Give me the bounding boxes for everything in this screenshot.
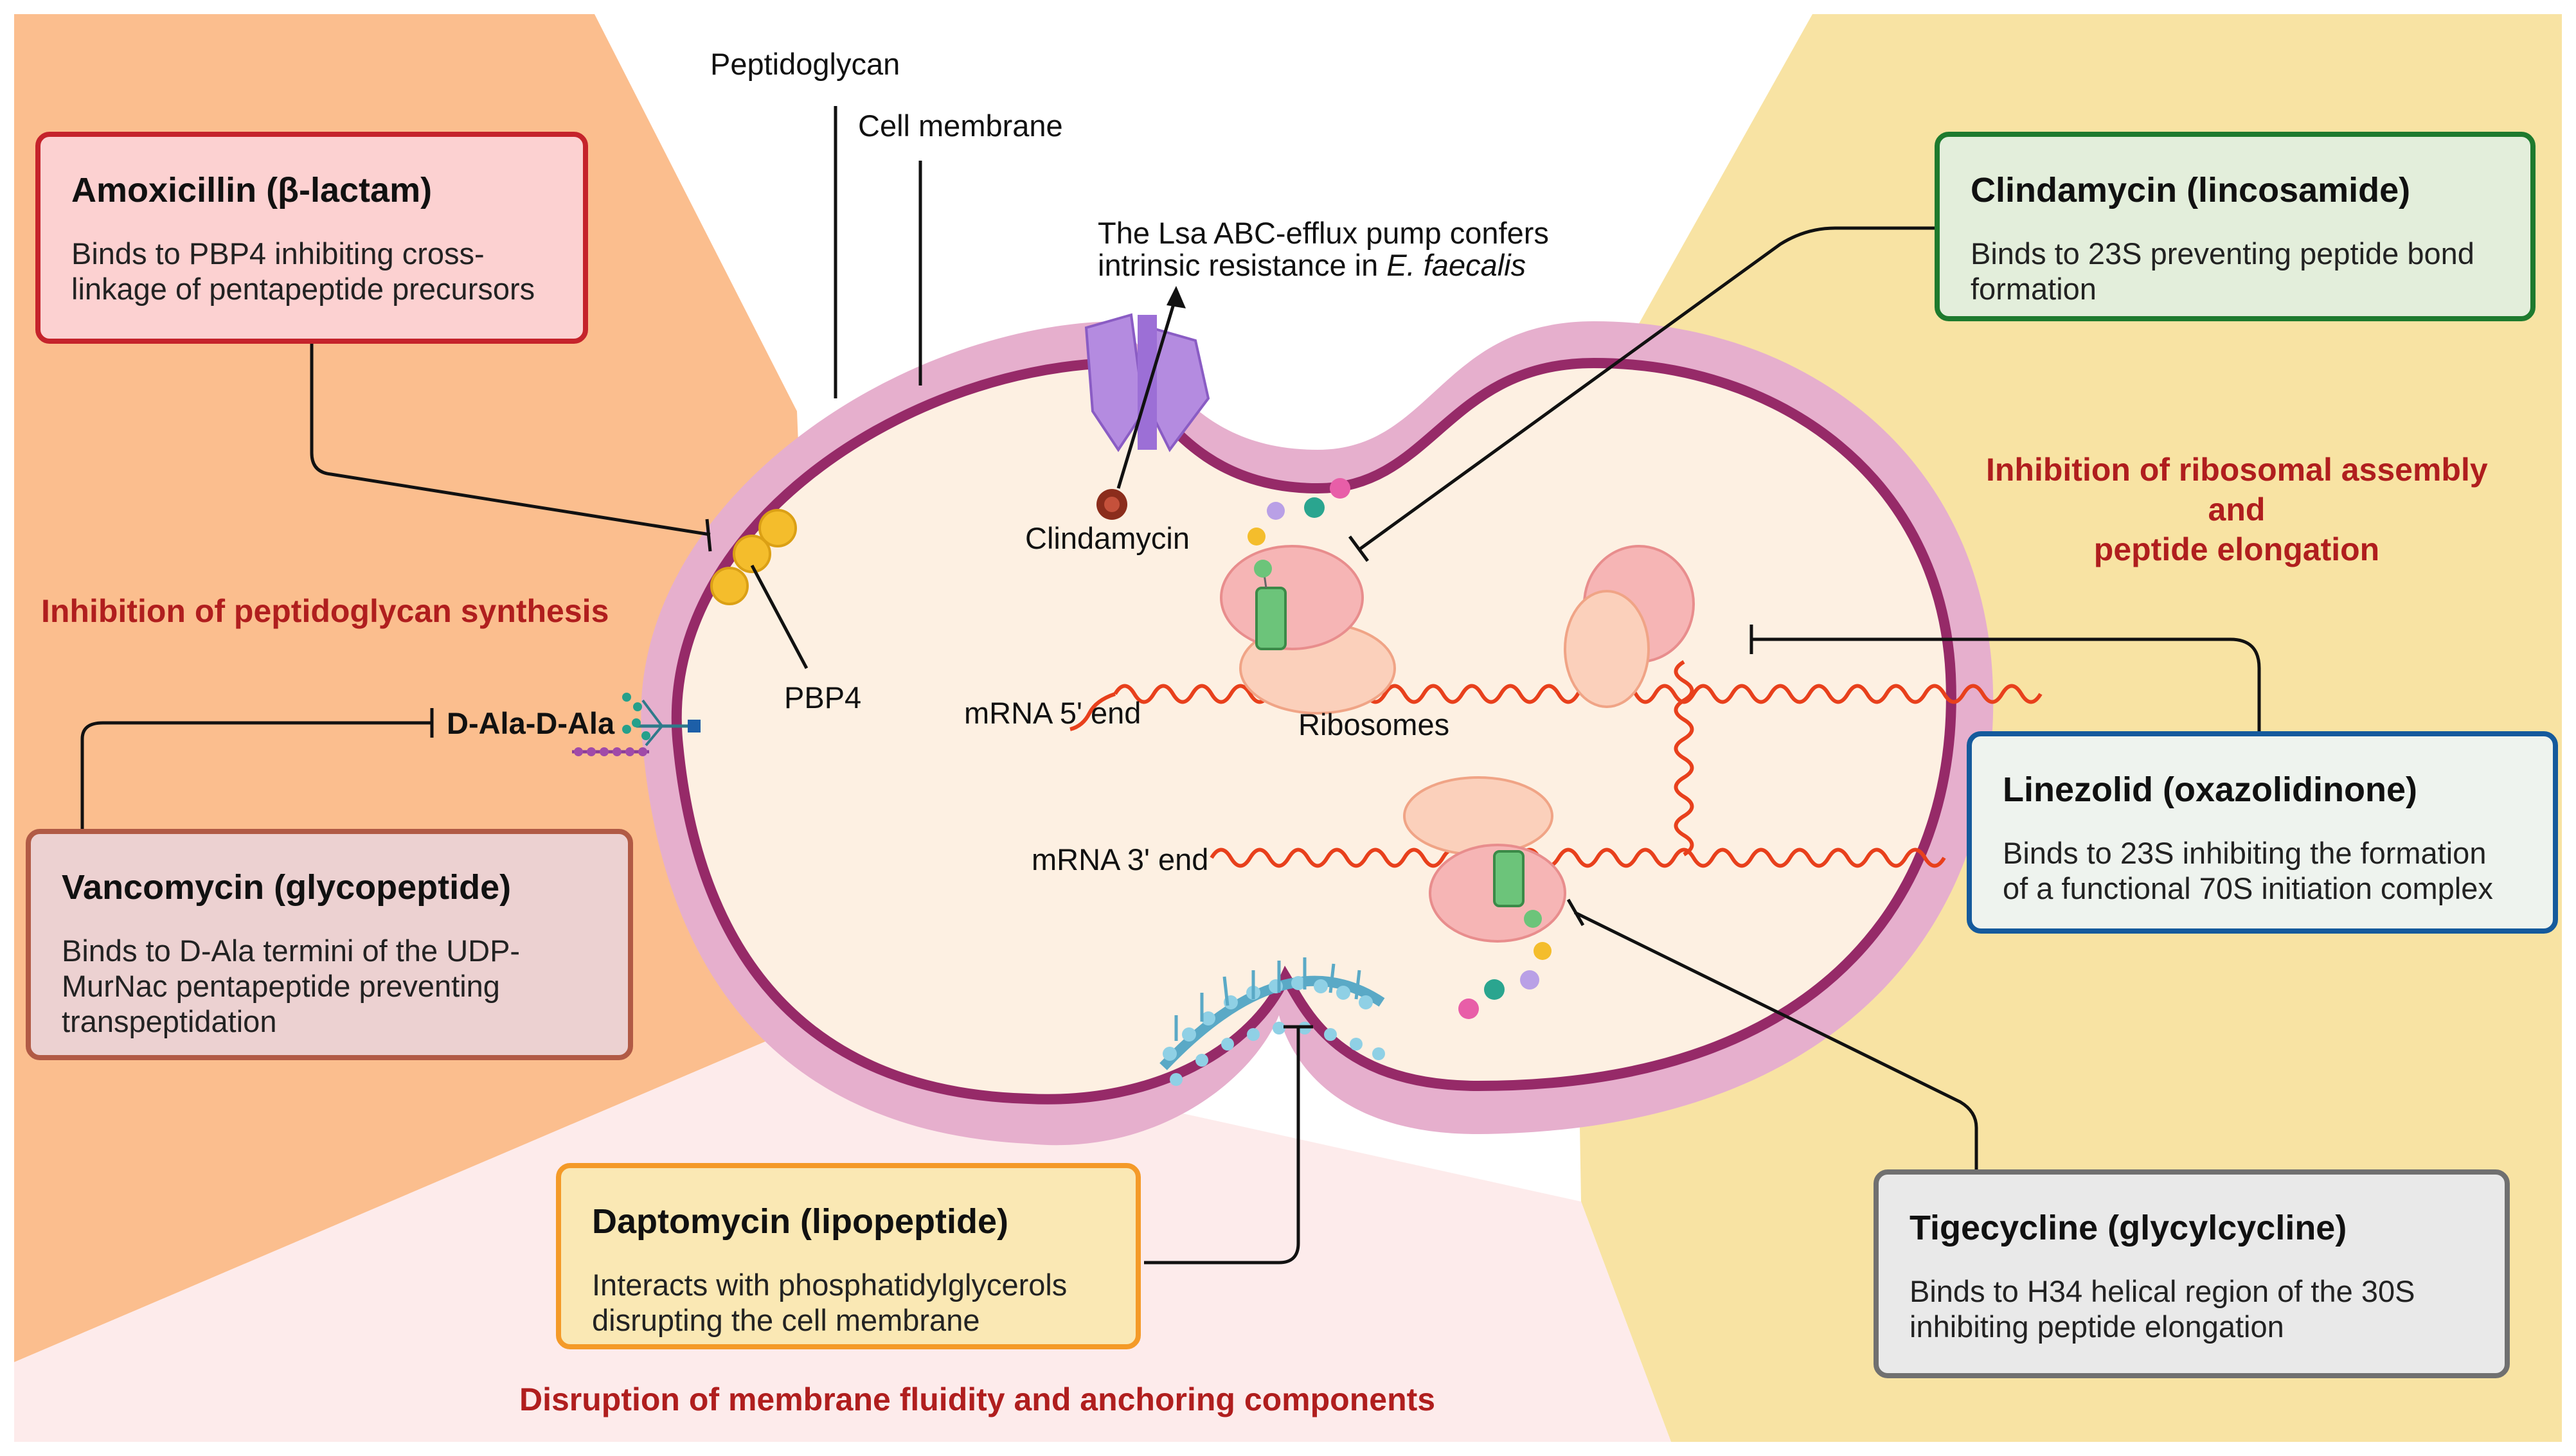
clindamycin-desc-line: Binds to 23S preventing peptide bond: [1971, 236, 2474, 271]
daptomycin-desc-line: disrupting the cell membrane: [592, 1303, 980, 1337]
daptomycin-lipid-icon: [1159, 957, 1385, 1086]
vancomycin-desc-line: MurNac pentapeptide preventing: [62, 969, 500, 1003]
clindamycin-molecule-label: Clindamycin: [1025, 521, 1190, 555]
category-ribosomal-line1: Inhibition of ribosomal assembly: [1986, 452, 2488, 488]
efflux-pump-label: The Lsa ABC-efflux pump confers intrinsi…: [1098, 217, 1549, 281]
daptomycin-box: Daptomycin (lipopeptide) Interacts with …: [556, 1163, 1141, 1349]
tigecycline-title: Tigecycline (glycylcycline): [1910, 1209, 2347, 1247]
category-ribosomal-line2: and: [2208, 492, 2266, 528]
clindamycin-title: Clindamycin (lincosamide): [1971, 171, 2411, 209]
mrna-strand-right: [1674, 660, 1694, 857]
category-ribosomal: Inhibition of ribosomal assembly and pep…: [1986, 450, 2488, 569]
amoxicillin-desc-line: linkage of pentapeptide precursors: [71, 272, 535, 306]
ribosomes-label: Ribosomes: [1298, 707, 1450, 741]
efflux-pump-icon: [1084, 286, 1210, 520]
tigecycline-desc-line: inhibiting peptide elongation: [1910, 1310, 2284, 1344]
ribosomal-sector-bg: [1568, 14, 2562, 1442]
tigecycline-box: Tigecycline (glycylcycline) Binds to H34…: [1874, 1169, 2510, 1378]
vancomycin-box: Vancomycin (glycopeptide) Binds to D-Ala…: [26, 829, 633, 1060]
tigecycline-desc-line: Binds to H34 helical region of the 30S: [1910, 1274, 2415, 1308]
category-ribosomal-line3: peptide elongation: [2093, 531, 2380, 567]
mrna-5-tail: [1069, 692, 1116, 731]
ribosome-2-icon: [1564, 545, 1695, 708]
efflux-pump-line1: The Lsa ABC-efflux pump confers: [1098, 216, 1549, 250]
efflux-pump-species: E. faecalis: [1386, 248, 1526, 282]
linezolid-desc-line: of a functional 70S initiation complex: [2003, 871, 2493, 905]
d-ala-label: D-Ala-D-Ala: [447, 706, 615, 740]
category-peptidoglycan: Inhibition of peptidoglycan synthesis: [41, 593, 609, 629]
mrna-3-label: mRNA 3' end: [1032, 842, 1209, 876]
vancomycin-desc-line: transpeptidation: [62, 1004, 277, 1038]
amoxicillin-box: Amoxicillin (β-lactam) Binds to PBP4 inh…: [35, 132, 588, 344]
efflux-pump-line2: intrinsic resistance in: [1098, 248, 1387, 282]
peptidoglycan-label: Peptidoglycan: [710, 47, 900, 81]
amoxicillin-title: Amoxicillin (β-lactam): [71, 171, 433, 209]
ribosome-3-icon: [1403, 776, 1566, 1019]
vancomycin-title: Vancomycin (glycopeptide): [62, 868, 512, 907]
cell-membrane-label: Cell membrane: [858, 109, 1063, 143]
category-membrane: Disruption of membrane fluidity and anch…: [519, 1381, 1436, 1417]
d-ala-peptide-icon: [572, 693, 701, 756]
daptomycin-description: Interacts with phosphatidylglycerols dis…: [592, 1267, 1105, 1338]
linezolid-desc-line: Binds to 23S inhibiting the formation: [2003, 836, 2487, 870]
vancomycin-desc-line: Binds to D-Ala termini of the UDP-: [62, 934, 521, 968]
ribosome-1-icon: [1220, 478, 1396, 715]
linezolid-box: Linezolid (oxazolidinone) Binds to 23S i…: [1967, 731, 2558, 934]
clindamycin-desc-line: formation: [1971, 272, 2097, 306]
inhibition-connectors: [80, 226, 2261, 1265]
linezolid-title: Linezolid (oxazolidinone): [2003, 770, 2417, 809]
clindamycin-box: Clindamycin (lincosamide) Binds to 23S p…: [1935, 132, 2536, 321]
amoxicillin-description: Binds to PBP4 inhibiting cross- linkage …: [71, 236, 552, 306]
pbp4-label: PBP4: [784, 680, 862, 715]
mrna-strand-lower: [1210, 848, 1946, 868]
linezolid-description: Binds to 23S inhibiting the formation of…: [2003, 835, 2522, 906]
tigecycline-description: Binds to H34 helical region of the 30S i…: [1910, 1274, 2474, 1344]
vancomycin-description: Binds to D-Ala termini of the UDP- MurNa…: [62, 933, 597, 1039]
mrna-5-label: mRNA 5' end: [964, 696, 1141, 730]
pbp4-icon: [710, 509, 809, 670]
daptomycin-title: Daptomycin (lipopeptide): [592, 1202, 1008, 1241]
daptomycin-desc-line: Interacts with phosphatidylglycerols: [592, 1268, 1068, 1302]
amoxicillin-desc-line: Binds to PBP4 inhibiting cross-: [71, 236, 485, 271]
clindamycin-description: Binds to 23S preventing peptide bond for…: [1971, 236, 2500, 306]
